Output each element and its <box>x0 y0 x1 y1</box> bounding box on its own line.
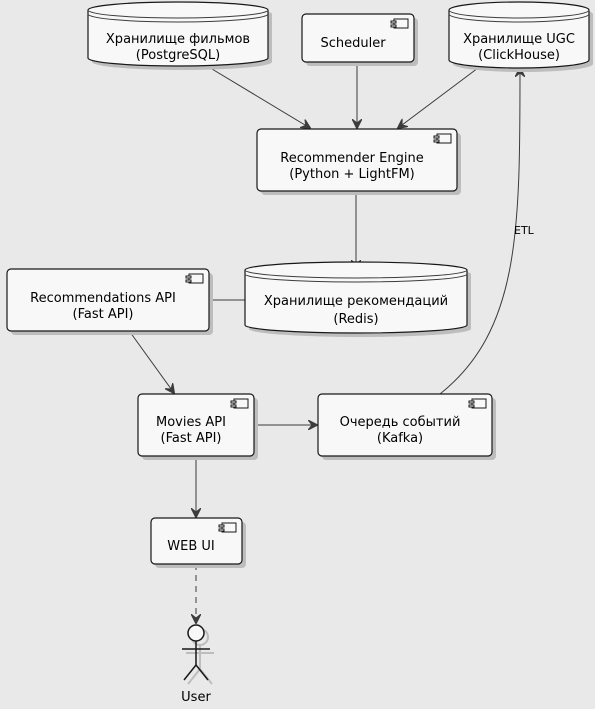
event-queue-title: Очередь событий <box>340 415 461 430</box>
recommender-engine-subtitle: (Python + LightFM) <box>289 167 415 182</box>
component-icon <box>230 398 249 409</box>
recommendations-db-subtitle: (Redis) <box>333 312 378 327</box>
component-icon <box>468 398 487 409</box>
component-icon <box>185 273 204 284</box>
edge-event-queue-to-ugc-db <box>439 68 520 395</box>
movies-api-subtitle: (Fast API) <box>161 431 222 446</box>
recommendations-api-subtitle: (Fast API) <box>73 307 134 322</box>
movies-api-title: Movies API <box>156 415 226 430</box>
web-ui-title: WEB UI <box>167 539 214 554</box>
component-icon <box>390 18 409 29</box>
recommendations-api-node: Recommendations API (Fast API) <box>6 268 213 335</box>
edge-ugc-db-to-engine <box>398 67 479 128</box>
user-icon <box>182 624 214 685</box>
ugc-db-node: Хранилище UGC (ClickHouse) <box>448 1 593 72</box>
edges: ETL <box>129 62 535 623</box>
event-queue-node: Очередь событий (Kafka) <box>317 393 496 460</box>
recommendations-api-title: Recommendations API <box>30 291 176 306</box>
etl-label: ETL <box>514 224 535 237</box>
films-db-title: Хранилище фильмов <box>106 32 250 47</box>
component-icon <box>433 133 452 144</box>
recommender-engine-title: Recommender Engine <box>280 151 423 166</box>
films-db-subtitle: (PostgreSQL) <box>136 48 220 63</box>
user-label: User <box>181 690 211 705</box>
ugc-db-subtitle: (ClickHouse) <box>478 48 560 63</box>
recommender-engine-node: Recommender Engine (Python + LightFM) <box>256 128 461 195</box>
component-icon <box>218 522 237 533</box>
event-queue-subtitle: (Kafka) <box>377 431 423 446</box>
films-db-node: Хранилище фильмов (PostgreSQL) <box>87 1 272 70</box>
ugc-db-title: Хранилище UGC <box>463 32 575 47</box>
recommendations-db-title: Хранилище рекомендаций <box>264 294 448 309</box>
scheduler-title: Scheduler <box>320 36 386 51</box>
user-actor: User <box>181 624 214 705</box>
movies-api-node: Movies API (Fast API) <box>137 393 258 460</box>
scheduler-node: Scheduler <box>301 13 418 66</box>
edge-recommendations-api-to-movies-api <box>129 331 174 393</box>
recommendations-db-node: Хранилище рекомендаций (Redis) <box>244 261 471 337</box>
edge-films-db-to-engine <box>206 65 310 128</box>
web-ui-node: WEB UI <box>150 517 246 568</box>
